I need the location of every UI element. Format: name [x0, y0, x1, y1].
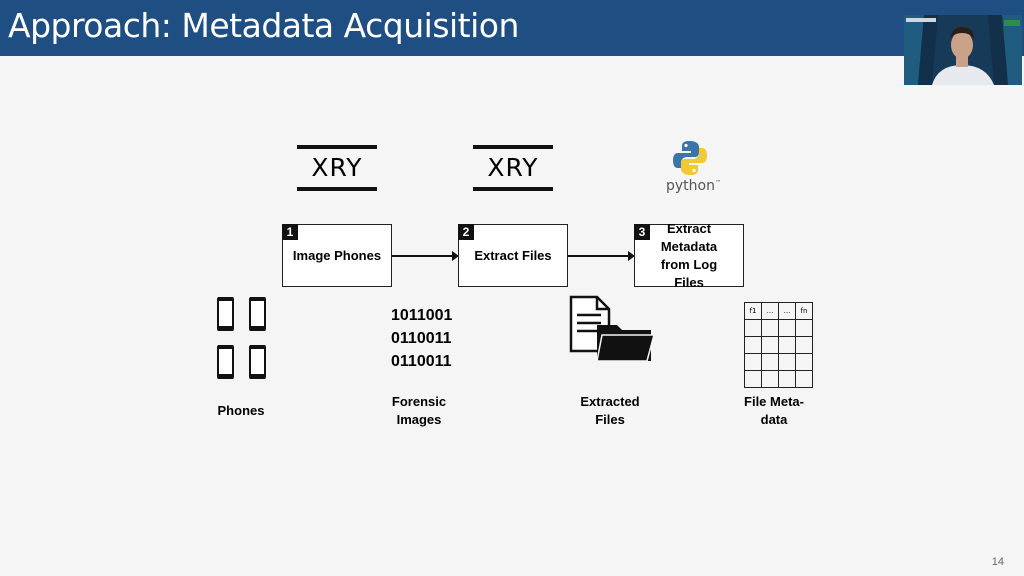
binary-line: 0110011 — [391, 353, 452, 370]
flow-arrow — [392, 251, 459, 261]
table-header-cell: f1 — [744, 302, 762, 320]
binary-line: 0110011 — [391, 330, 452, 347]
metadata-table-icon: f1 ... ... fn — [744, 302, 813, 388]
xry-logo: XRY — [473, 145, 553, 191]
step-label: Extract Metadata from Log Files — [660, 220, 718, 290]
presenter-video — [904, 15, 1022, 85]
file-metadata-label: File Meta-data — [744, 394, 804, 427]
step-extract-metadata: 3 Extract Metadata from Log Files — [634, 221, 744, 290]
xry-logo-text: XRY — [487, 153, 539, 182]
slide-title: Approach: Metadata Acquisition — [8, 6, 519, 45]
step-number: 1 — [282, 224, 298, 240]
extracted-files-label: Extracted Files — [580, 394, 640, 427]
binary-data: 1011001 0110011 0110011 — [391, 304, 452, 373]
title-bar: Approach: Metadata Acquisition — [0, 0, 1024, 56]
xry-logo: XRY — [297, 145, 377, 191]
python-logo-text: python™ — [666, 178, 721, 194]
step-extract-files: 2 Extract Files — [458, 224, 568, 287]
xry-logo-text: XRY — [311, 153, 363, 182]
python-logo-icon — [671, 139, 709, 182]
page-number: 14 — [991, 556, 1004, 568]
forensic-images-label: Forensic Images — [391, 394, 447, 427]
table-header-cell: fn — [795, 302, 813, 320]
document-folder-icon — [569, 295, 655, 368]
binary-line: 1011001 — [391, 307, 453, 324]
step-label: Extract Files — [474, 247, 552, 263]
step-number: 2 — [458, 224, 474, 240]
flow-arrow — [568, 251, 635, 261]
step-label: Image Phones — [292, 247, 382, 263]
step-number: 3 — [634, 224, 650, 240]
step-image-phones: 1 Image Phones — [282, 224, 392, 287]
phones-label: Phones — [217, 403, 265, 418]
phones-icon — [216, 296, 270, 387]
table-header-cell: ... — [778, 302, 796, 320]
table-header-cell: ... — [761, 302, 779, 320]
